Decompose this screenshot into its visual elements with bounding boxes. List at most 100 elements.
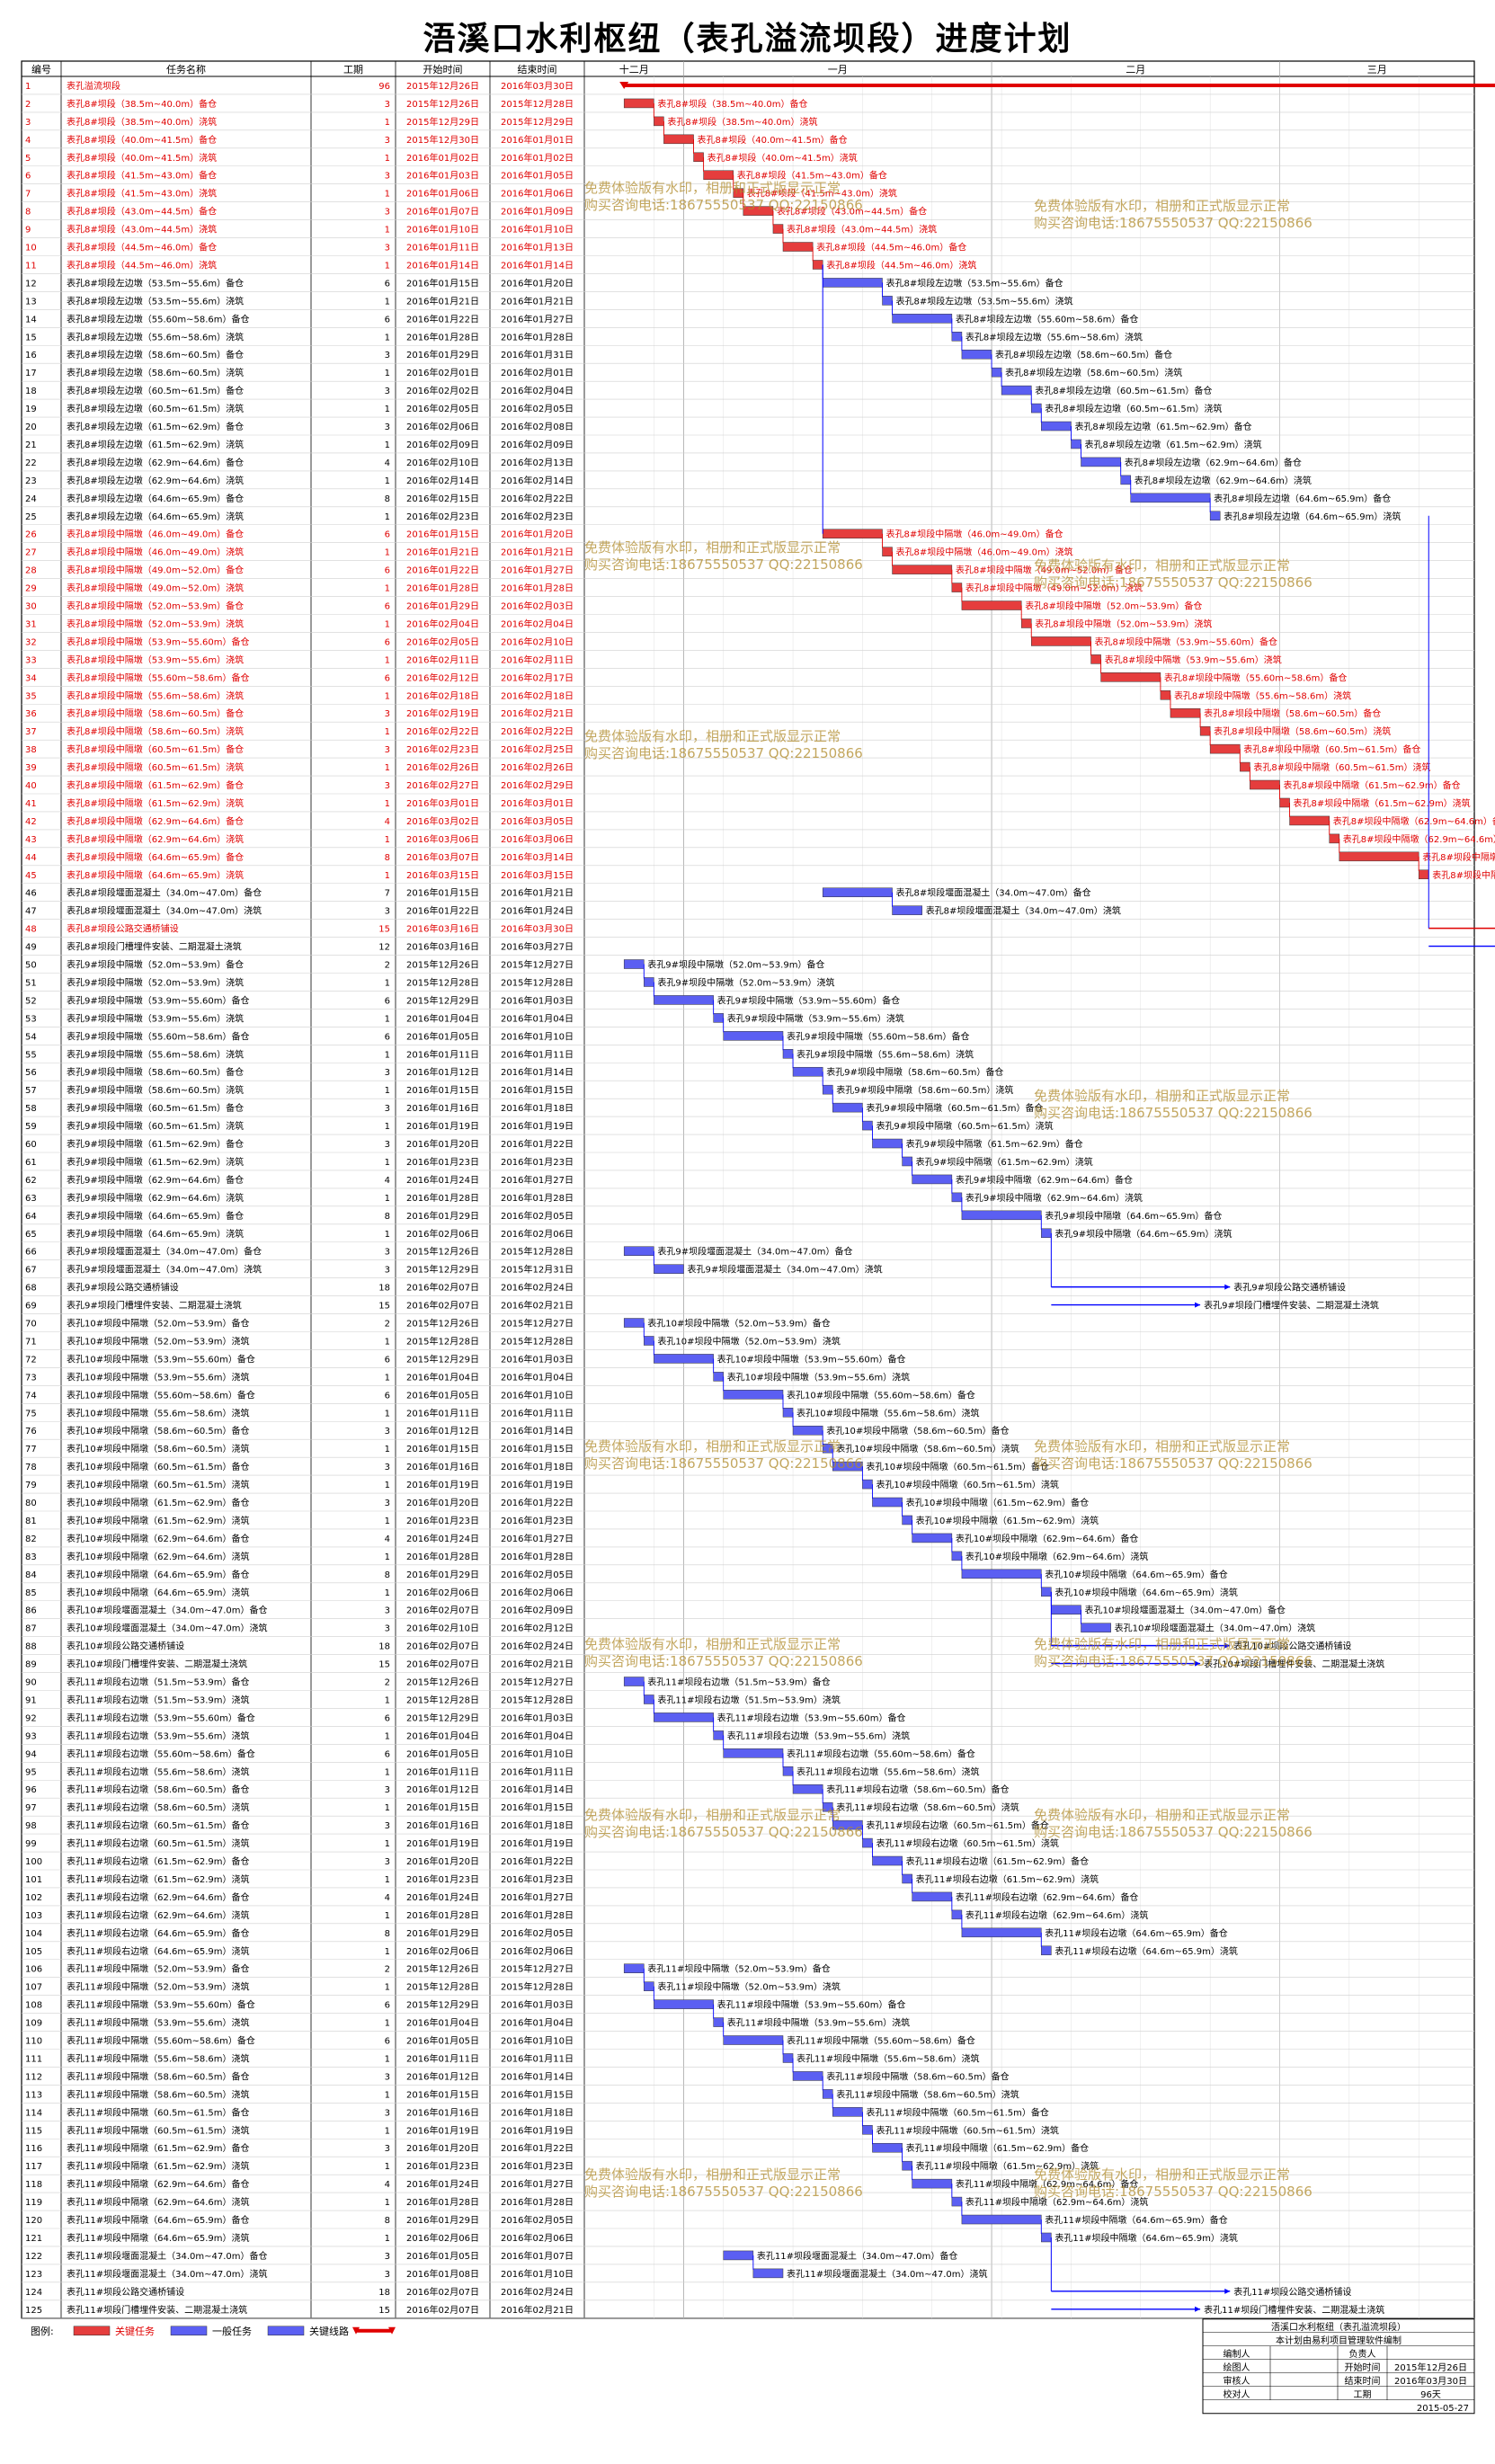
task-end: 2016年01月28日 (501, 583, 574, 594)
task-duration: 8 (385, 2216, 390, 2226)
task-name: 表孔9#坝段中隔墩（53.9m~55.6m）浇筑 (67, 1012, 244, 1024)
task-duration: 1 (385, 548, 390, 558)
task-bar (1339, 851, 1419, 862)
watermark-line: 购买咨询电话:18675550537 QQ:22150866 (1034, 215, 1313, 231)
task-id: 88 (25, 1642, 37, 1652)
task-duration: 3 (385, 2252, 390, 2262)
task-start: 2016年02月01日 (406, 367, 479, 378)
task-id: 83 (25, 1552, 37, 1562)
task-name: 表孔10#坝段中隔墩（60.5m~61.5m）备仓 (67, 1461, 250, 1472)
task-id: 33 (25, 655, 37, 665)
task-end: 2016年02月05日 (501, 1569, 574, 1580)
task-duration: 6 (385, 530, 390, 540)
task-id: 55 (25, 1050, 37, 1060)
task-bar (902, 2160, 912, 2171)
task-bar (961, 1210, 1042, 1221)
task-bar (1120, 475, 1131, 485)
task-id: 31 (25, 619, 37, 629)
task-name: 表孔11#坝段右边墩（58.6m~60.5m）备仓 (67, 1784, 250, 1795)
bar-label: 表孔8#坝段（41.5m~43.0m）浇筑 (747, 188, 897, 200)
bar-label: 表孔10#坝段中隔墩（53.9m~55.60m）备仓 (717, 1353, 906, 1365)
task-bar (912, 1533, 953, 1543)
legend-path-swatch (267, 2326, 305, 2335)
task-duration: 1 (385, 2019, 390, 2029)
task-end: 2016年02月24日 (501, 1282, 574, 1294)
task-bar (1001, 385, 1032, 396)
watermark: 免费体验版有水印，相册和正式版显示正常购买咨询电话:18675550537 QQ… (584, 1438, 863, 1472)
task-bar (723, 1390, 784, 1400)
watermark: 免费体验版有水印，相册和正式版显示正常购买咨询电话:18675550537 QQ… (584, 1807, 863, 1841)
task-start: 2015年12月26日 (406, 959, 479, 971)
task-end: 2016年02月23日 (501, 511, 574, 522)
task-bar (723, 2250, 754, 2261)
task-name: 表孔8#坝段左边墩（55.6m~58.6m）浇筑 (67, 331, 244, 342)
task-start: 2016年01月28日 (406, 1909, 479, 1921)
task-id: 92 (25, 1713, 37, 1723)
task-end: 2016年01月23日 (501, 1873, 574, 1885)
task-duration: 3 (385, 2270, 390, 2280)
bar-label: 表孔11#坝段右边墩（62.9m~64.6m）备仓 (956, 1891, 1139, 1903)
watermark-line: 免费体验版有水印，相册和正式版显示正常 (584, 539, 841, 556)
task-end: 2016年01月19日 (501, 1120, 574, 1132)
task-name: 表孔11#坝段公路交通桥铺设 (67, 2286, 184, 2298)
task-duration: 18 (378, 1642, 390, 1652)
task-duration: 1 (385, 405, 390, 414)
info-date: 2015-05-27 (1417, 2404, 1469, 2414)
task-id: 115 (25, 2126, 42, 2136)
task-bar (902, 1515, 912, 1526)
task-end: 2016年01月21日 (501, 887, 574, 899)
task-name: 表孔11#坝段中隔墩（58.6m~60.5m）浇筑 (67, 2088, 250, 2100)
watermark-line: 免费体验版有水印，相册和正式版显示正常 (584, 180, 841, 196)
task-name: 表孔9#坝段中隔墩（52.0m~53.9m）备仓 (67, 959, 244, 971)
task-duration: 1 (385, 1194, 390, 1204)
task-name: 表孔9#坝段公路交通桥铺设 (67, 1282, 179, 1294)
task-start: 2016年01月29日 (406, 600, 479, 612)
task-end: 2016年01月28日 (501, 331, 574, 342)
task-bar (862, 2125, 873, 2135)
task-end: 2016年01月20日 (501, 277, 574, 289)
task-duration: 1 (385, 1230, 390, 1240)
task-end: 2015年12月27日 (501, 959, 574, 971)
task-duration: 1 (385, 1839, 390, 1849)
task-end: 2016年02月13日 (501, 457, 574, 468)
task-bar (951, 2196, 963, 2207)
watermark: 免费体验版有水印，相册和正式版显示正常购买咨询电话:18675550537 QQ… (1034, 1636, 1313, 1670)
task-id: 98 (25, 1821, 37, 1831)
task-end: 2016年02月18日 (501, 689, 574, 701)
task-bar (951, 332, 963, 342)
bar-label: 表孔8#坝段左边墩（53.5m~55.6m）备仓 (886, 277, 1063, 289)
task-name: 表孔8#坝段中隔墩（61.5m~62.9m）备仓 (67, 779, 244, 791)
task-id: 32 (25, 637, 37, 647)
task-start: 2016年02月02日 (406, 385, 479, 396)
task-end: 2016年01月28日 (501, 1909, 574, 1921)
watermark-line: 免费体验版有水印，相册和正式版显示正常 (584, 1438, 841, 1454)
task-duration: 6 (385, 602, 390, 612)
task-end: 2015年12月27日 (501, 1318, 574, 1330)
task-id: 28 (25, 566, 37, 576)
bar-label: 表孔8#坝段中隔墩（62.9m~64.6m）备仓 (1333, 815, 1495, 827)
bar-label: 表孔8#坝段左边墩（58.6m~60.5m）备仓 (995, 349, 1172, 360)
watermark-line: 免费体验版有水印，相册和正式版显示正常 (584, 1807, 841, 1823)
task-start: 2016年02月23日 (406, 511, 479, 522)
task-id: 117 (25, 2162, 42, 2172)
bar-label: 表孔11#坝段右边墩（51.5m~53.9m）备仓 (647, 1677, 831, 1688)
task-start: 2016年01月12日 (406, 1784, 479, 1795)
task-id: 77 (25, 1445, 37, 1454)
task-bar (623, 1677, 645, 1686)
task-id: 23 (25, 476, 37, 486)
task-start: 2016年01月04日 (406, 2017, 479, 2029)
task-duration: 96 (378, 82, 390, 92)
task-bar (902, 1873, 912, 1884)
task-start: 2016年01月20日 (406, 1138, 479, 1150)
task-id: 114 (25, 2108, 42, 2118)
task-duration: 18 (378, 1284, 390, 1294)
task-end: 2016年01月04日 (501, 1730, 574, 1741)
task-start: 2016年01月05日 (406, 1030, 479, 1042)
task-duration: 1 (385, 1695, 390, 1705)
watermark: 免费体验版有水印，相册和正式版显示正常购买咨询电话:18675550537 QQ… (1034, 557, 1313, 592)
task-start: 2016年01月15日 (406, 1443, 479, 1454)
bar-label: 表孔11#坝段公路交通桥铺设 (1233, 2286, 1351, 2298)
task-duration: 1 (385, 1875, 390, 1885)
task-name: 表孔11#坝段中隔墩（60.5m~61.5m）浇筑 (67, 2124, 250, 2136)
task-name: 表孔11#坝段右边墩（53.9m~55.60m）备仓 (67, 1712, 255, 1723)
